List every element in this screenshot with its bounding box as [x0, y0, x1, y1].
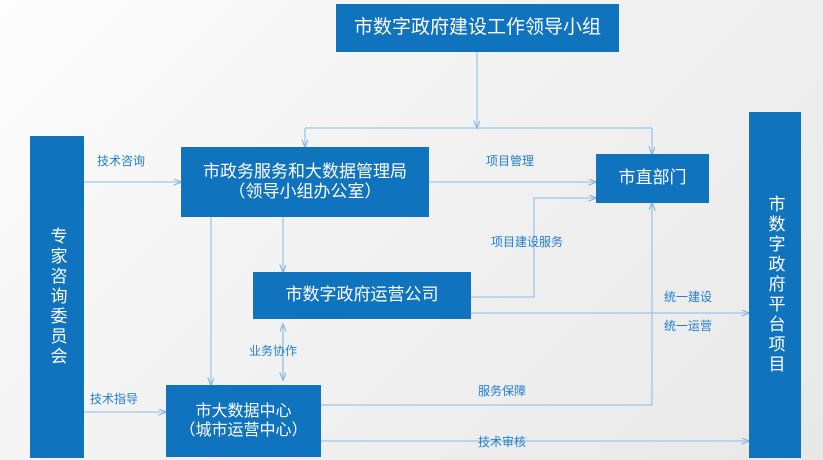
- edge-label-project-management: 项目管理: [486, 154, 535, 168]
- edge-label-service-guarantee: 服务保障: [478, 384, 527, 398]
- edge-label-unified-build: 统一建设: [664, 290, 713, 304]
- edge-label-tech-consult: 技术咨询: [97, 154, 146, 168]
- node-data-center-label-line2: （城市运营中心）: [179, 422, 308, 439]
- node-bureau-label-line2: （领导小组办公室）: [228, 182, 382, 201]
- node-departments-label: 市直部门: [618, 168, 687, 188]
- node-operating-company[interactable]: 市数字政府运营公司: [253, 272, 471, 319]
- node-platform-project-label: 市数字政府平台项目: [765, 195, 785, 375]
- edge-label-tech-guidance: 技术指导: [90, 392, 139, 406]
- node-expert-committee-label: 专家咨询委员会: [47, 227, 67, 367]
- edge-label-unified-operation: 统一运营: [664, 319, 713, 333]
- node-data-center[interactable]: 市大数据中心 （城市运营中心）: [166, 385, 321, 457]
- node-lead-group[interactable]: 市数字政府建设工作领导小组: [336, 4, 619, 52]
- node-lead-group-label: 市数字政府建设工作领导小组: [353, 16, 601, 38]
- node-operating-company-label: 市数字政府运营公司: [285, 285, 439, 305]
- node-platform-project[interactable]: 市数字政府平台项目: [749, 112, 801, 458]
- edge-label-tech-review: 技术审核: [478, 435, 527, 449]
- edge-label-project-build-service: 项目建设服务: [491, 235, 564, 249]
- node-data-center-label-line1: 市大数据中心: [195, 402, 292, 420]
- node-bureau-label-line1: 市政务服务和大数据管理局: [203, 161, 407, 181]
- node-bureau[interactable]: 市政务服务和大数据管理局 （领导小组办公室）: [181, 147, 429, 217]
- node-expert-committee[interactable]: 专家咨询委员会: [30, 136, 84, 458]
- edge-label-business-cooperation: 业务协作: [249, 344, 298, 358]
- node-departments[interactable]: 市直部门: [596, 154, 709, 203]
